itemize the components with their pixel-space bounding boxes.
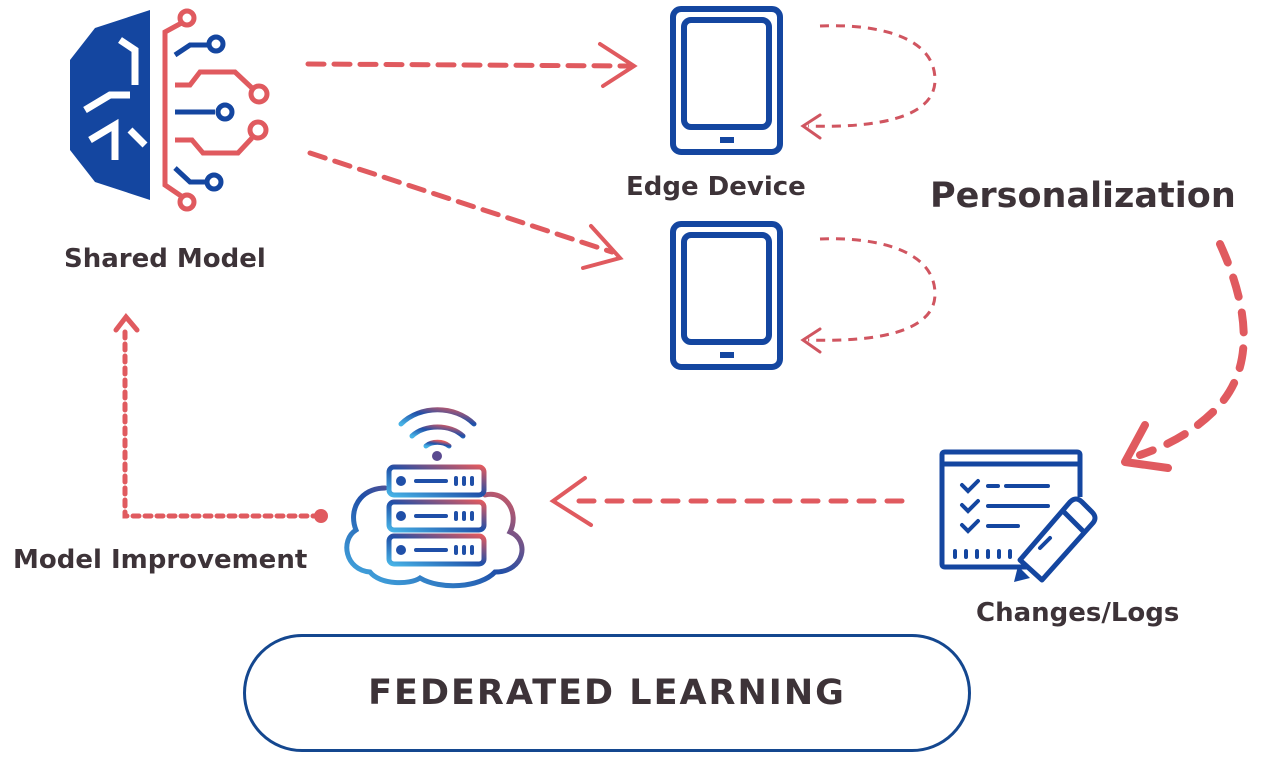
shared-model-label: Shared Model <box>64 244 266 274</box>
arrow-to-cloud-server <box>549 476 905 527</box>
tablet-icon <box>670 6 783 155</box>
model-improvement-label: Model Improvement <box>13 545 308 575</box>
personalization-loop-2 <box>800 237 937 354</box>
brain-circuit-icon <box>70 8 270 212</box>
arrow-to-edge-device-1 <box>305 42 638 88</box>
arrow-to-edge-device-2 <box>307 150 624 270</box>
personalization-loop-1 <box>800 24 937 140</box>
arrow-to-shared-model <box>113 313 328 523</box>
edge-device-label: Edge Device <box>626 172 806 202</box>
cloud-server-wifi-icon <box>344 407 525 589</box>
changes-logs-label: Changes/Logs <box>976 598 1180 628</box>
title-pill: FEDERATED LEARNING <box>243 634 971 752</box>
arrow-to-changes-logs <box>1121 240 1248 472</box>
diagram-title: FEDERATED LEARNING <box>368 673 846 713</box>
checklist-pencil-icon <box>939 449 1098 583</box>
personalization-label: Personalization <box>930 176 1236 216</box>
tablet-icon <box>670 221 783 370</box>
